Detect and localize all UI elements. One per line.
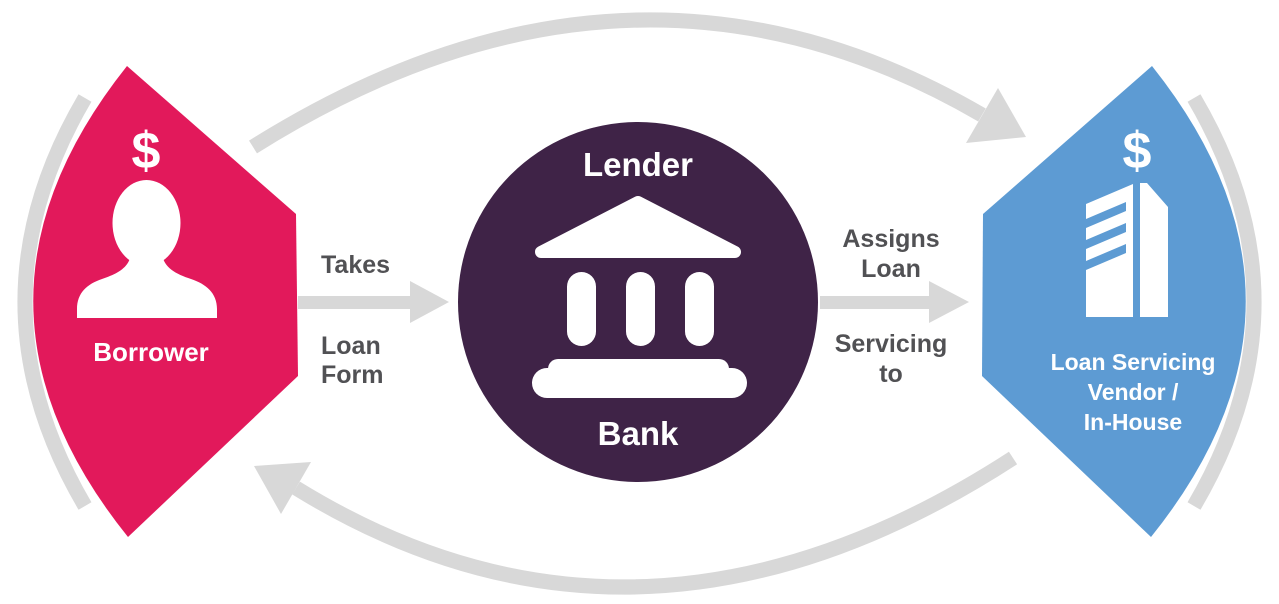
assigns-loan-label-line: Loan [861, 255, 921, 283]
left-cycle-arc [17, 94, 92, 510]
servicer-label-line: In-House [1083, 409, 1183, 435]
top-cycle-arrow-shaft [249, 12, 986, 154]
right-cycle-arc [1187, 94, 1262, 510]
dollar-icon: $ [131, 122, 161, 180]
building-icon [1086, 183, 1168, 317]
lender-to-servicer-arrow [820, 281, 969, 323]
bank-column [685, 272, 714, 346]
bank-column [626, 272, 655, 346]
servicing-to-label-line: Servicing [834, 330, 948, 358]
servicing-to-label-line: to [879, 360, 903, 388]
assigns-loan-label-line: Assigns [842, 225, 940, 253]
dollar-icon: $ [1122, 122, 1152, 180]
bank-base [532, 368, 747, 398]
takes-label: Takes [321, 251, 391, 279]
assigns-loan-label: Assigns Loan [791, 224, 991, 284]
bank-label: Bank [597, 415, 679, 452]
building-stripe [1086, 223, 1126, 249]
bank-icon [532, 196, 747, 398]
bottom-cycle-arrowhead-icon [254, 462, 311, 514]
loan-form-label-line: Loan [321, 332, 381, 360]
borrower-label: Borrower [93, 337, 209, 367]
lender-label: Lender [582, 146, 694, 183]
bank-roof [535, 196, 741, 258]
top-cycle-arrowhead-icon [966, 88, 1026, 143]
borrower-to-lender-arrow [298, 281, 449, 323]
loan-form-label: Loan Form [321, 332, 384, 390]
building-stripe [1086, 202, 1126, 228]
servicer-label-line: Loan Servicing [1050, 349, 1216, 375]
servicer-label: Loan Servicing Vendor / In-House [1008, 347, 1258, 437]
person-shoulders [77, 254, 217, 318]
person-head [112, 180, 181, 266]
building-right-tower [1140, 183, 1168, 317]
bank-column [567, 272, 596, 346]
person-icon [77, 180, 217, 318]
servicer-label-line: Vendor / [1087, 379, 1179, 405]
servicing-to-label: Servicing to [791, 329, 991, 389]
loan-form-label-line: Form [321, 361, 384, 389]
building-stripe [1086, 244, 1126, 270]
bottom-cycle-arrow-shaft [292, 451, 1018, 595]
